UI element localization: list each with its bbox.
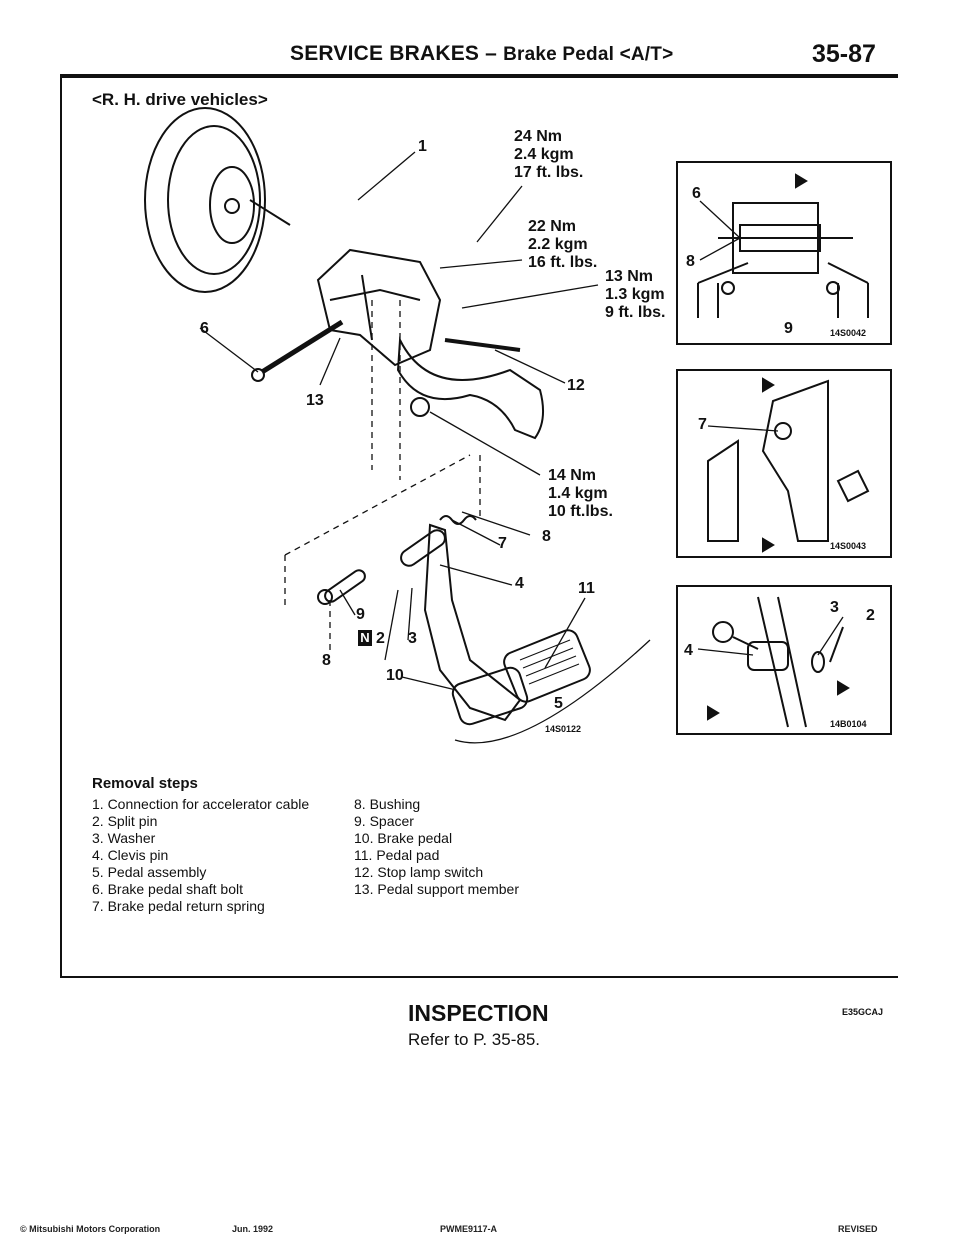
figure-code-main: 14S0122	[545, 724, 582, 734]
list-item: 7. Brake pedal return spring	[92, 898, 265, 914]
inspection-text: Refer to P. 35-85.	[408, 1030, 540, 1049]
figure-code-detail2: 14S0043	[830, 541, 867, 551]
detail1-label-9: 9	[784, 320, 793, 337]
footer-date: Jun. 1992	[232, 1224, 274, 1234]
page-header-title: SERVICE BRAKES – Brake Pedal <A/T>	[290, 42, 673, 66]
callout-1: 1	[418, 138, 427, 155]
detail-figure-1: 6 8 9 14S0042	[676, 161, 892, 345]
section-bottom-rule	[60, 976, 898, 978]
callout-8a: 8	[542, 528, 551, 545]
torque-spec-22nm: 22 Nm 2.2 kgm 16 ft. lbs.	[528, 218, 598, 271]
callout-9: 9	[356, 606, 365, 623]
brake-booster	[144, 107, 266, 293]
callout-6: 6	[200, 320, 209, 337]
removal-steps-left: 1. Connection for accelerator cable 2. S…	[92, 796, 309, 915]
callout-2: 2	[376, 630, 385, 647]
n-symbol-icon: N	[358, 630, 372, 646]
pedal-support-member	[316, 248, 442, 367]
removal-steps-right: 8. Bushing 9. Spacer 10. Brake pedal 11.…	[354, 796, 519, 898]
list-item: 3. Washer	[92, 830, 156, 846]
list-item: 2. Split pin	[92, 813, 158, 829]
list-item: 8. Bushing	[354, 796, 421, 812]
list-item: 4. Clevis pin	[92, 847, 169, 863]
left-margin-rule	[60, 78, 62, 976]
callout-8b: 8	[322, 652, 331, 669]
inspection-code: E35GCAJ	[842, 1007, 884, 1017]
detail3-label-3: 3	[830, 599, 839, 616]
callout-3: 3	[408, 630, 417, 647]
torque-spec-24nm: 24 Nm 2.4 kgm 17 ft. lbs.	[514, 128, 584, 181]
callout-11: 11	[578, 580, 595, 597]
brake-pedal-lower	[423, 523, 522, 722]
vehicle-variant-subtitle: <R. H. drive vehicles>	[92, 90, 268, 109]
list-item: 11. Pedal pad	[354, 847, 440, 863]
list-item: 5. Pedal assembly	[92, 864, 207, 880]
list-item: 10. Brake pedal	[354, 830, 453, 846]
footer-doc-id: PWME9117-A	[440, 1224, 498, 1234]
page-number: 35-87	[812, 40, 876, 68]
list-item: 12. Stop lamp switch	[354, 864, 484, 880]
detail-figure-2: 7 14S0043	[676, 369, 892, 558]
section-title: SERVICE BRAKES	[290, 42, 480, 65]
torque-spec-13nm: 13 Nm 1.3 kgm 9 ft. lbs.	[605, 268, 666, 321]
brake-pedal-upper	[396, 336, 545, 440]
list-item: 6. Brake pedal shaft bolt	[92, 881, 243, 897]
detail1-label-6: 6	[692, 185, 701, 202]
detail-figure-3: 3 2 4 14B0104	[676, 585, 892, 735]
detail3-label-4: 4	[684, 642, 693, 659]
inspection-heading: INSPECTION	[408, 1000, 549, 1026]
callout-4: 4	[515, 575, 524, 592]
subsection-title: Brake Pedal <A/T>	[503, 44, 674, 65]
removal-steps-heading: Removal steps	[92, 775, 198, 792]
footer-revised: REVISED	[838, 1224, 878, 1234]
header-rule	[60, 74, 898, 78]
list-item: 9. Spacer	[354, 813, 414, 829]
callout-13: 13	[306, 392, 324, 409]
detail1-label-8: 8	[686, 253, 695, 270]
callout-12: 12	[567, 377, 585, 394]
figure-code-detail1: 14S0042	[830, 328, 867, 338]
detail2-label-7: 7	[698, 416, 707, 433]
list-item: 13. Pedal support member	[354, 881, 519, 897]
footer-copyright: © Mitsubishi Motors Corporation	[20, 1224, 161, 1234]
callout-10: 10	[386, 667, 404, 684]
detail3-label-2: 2	[866, 607, 875, 624]
pedal-pad	[503, 629, 591, 703]
list-item: 1. Connection for accelerator cable	[92, 796, 310, 812]
figure-code-detail3: 14B0104	[830, 719, 867, 729]
callout-7: 7	[498, 535, 507, 552]
header-dash: –	[485, 42, 498, 65]
torque-spec-14nm: 14 Nm 1.4 kgm 10 ft.lbs.	[548, 467, 613, 520]
callout-5: 5	[554, 695, 563, 712]
